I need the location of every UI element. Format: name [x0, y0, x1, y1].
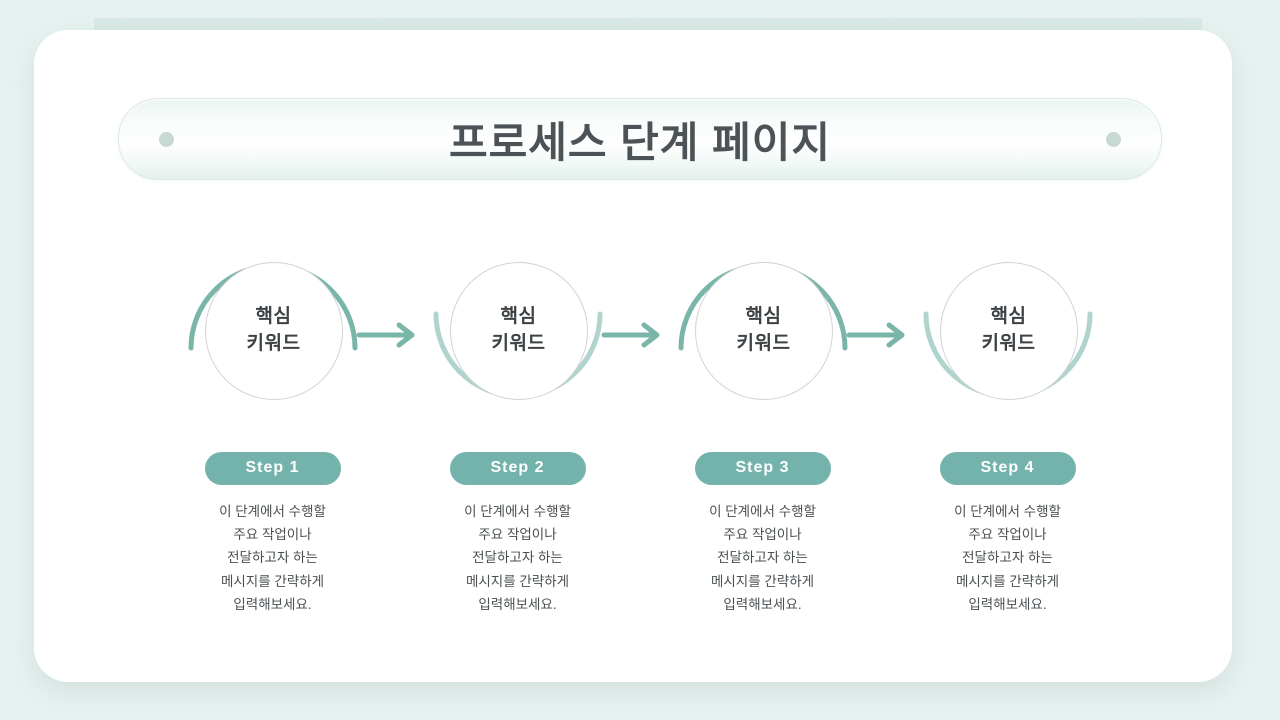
step-description-line: 이 단계에서 수행할 — [464, 503, 571, 519]
step-keyword-line1: 핵심 — [255, 306, 292, 328]
step-description-line: 이 단계에서 수행할 — [954, 503, 1061, 519]
step-description-line: 주요 작업이나 — [968, 527, 1047, 543]
step-description-line: 입력해보세요. — [723, 596, 802, 612]
step-description-line: 메시지를 간략하게 — [955, 573, 1060, 589]
step-description-line: 이 단계에서 수행할 — [709, 503, 816, 519]
step-badge-3[interactable]: Step 3 — [694, 451, 831, 485]
step-arrow-icon-2 — [601, 322, 659, 348]
step-description-line: 메시지를 간략하게 — [710, 573, 815, 589]
step-description-line: 전달하고자 하는 — [717, 550, 808, 566]
banner-dot-left-icon — [159, 132, 174, 147]
step-description-line: 입력해보세요. — [968, 596, 1047, 612]
title-banner: 프로세스 단계 페이지 — [118, 98, 1162, 180]
banner-dot-right-icon — [1106, 132, 1121, 147]
step-keyword-line1: 핵심 — [990, 306, 1027, 328]
step-keyword-line2: 키워드 — [491, 333, 546, 354]
step-description-line: 주요 작업이나 — [478, 527, 557, 543]
step-arrow-icon-1 — [356, 322, 414, 348]
step-description-line: 전달하고자 하는 — [227, 550, 318, 566]
step-description-line: 메시지를 간략하게 — [465, 573, 570, 589]
step-badge-4[interactable]: Step 4 — [939, 451, 1076, 485]
step-keyword-line2: 키워드 — [981, 333, 1036, 354]
step-arrow-icon-3 — [846, 322, 904, 348]
step-description-line: 전달하고자 하는 — [472, 550, 563, 566]
step-keyword-line2: 키워드 — [246, 333, 301, 354]
step-description-line: 메시지를 간략하게 — [220, 573, 325, 589]
step-description-line: 입력해보세요. — [233, 596, 312, 612]
step-badge-2[interactable]: Step 2 — [449, 451, 586, 485]
step-description-line: 이 단계에서 수행할 — [219, 503, 326, 519]
step-keyword-line1: 핵심 — [745, 306, 782, 328]
page-title: 프로세스 단계 페이지 — [448, 118, 832, 166]
step-description-line: 전달하고자 하는 — [962, 550, 1053, 566]
step-description-line: 입력해보세요. — [478, 596, 557, 612]
step-badge-1[interactable]: Step 1 — [204, 451, 341, 485]
step-keyword-line2: 키워드 — [736, 333, 791, 354]
step-description-line: 주요 작업이나 — [723, 527, 802, 543]
step-description-line: 주요 작업이나 — [233, 527, 312, 543]
step-keyword-line1: 핵심 — [500, 306, 537, 328]
